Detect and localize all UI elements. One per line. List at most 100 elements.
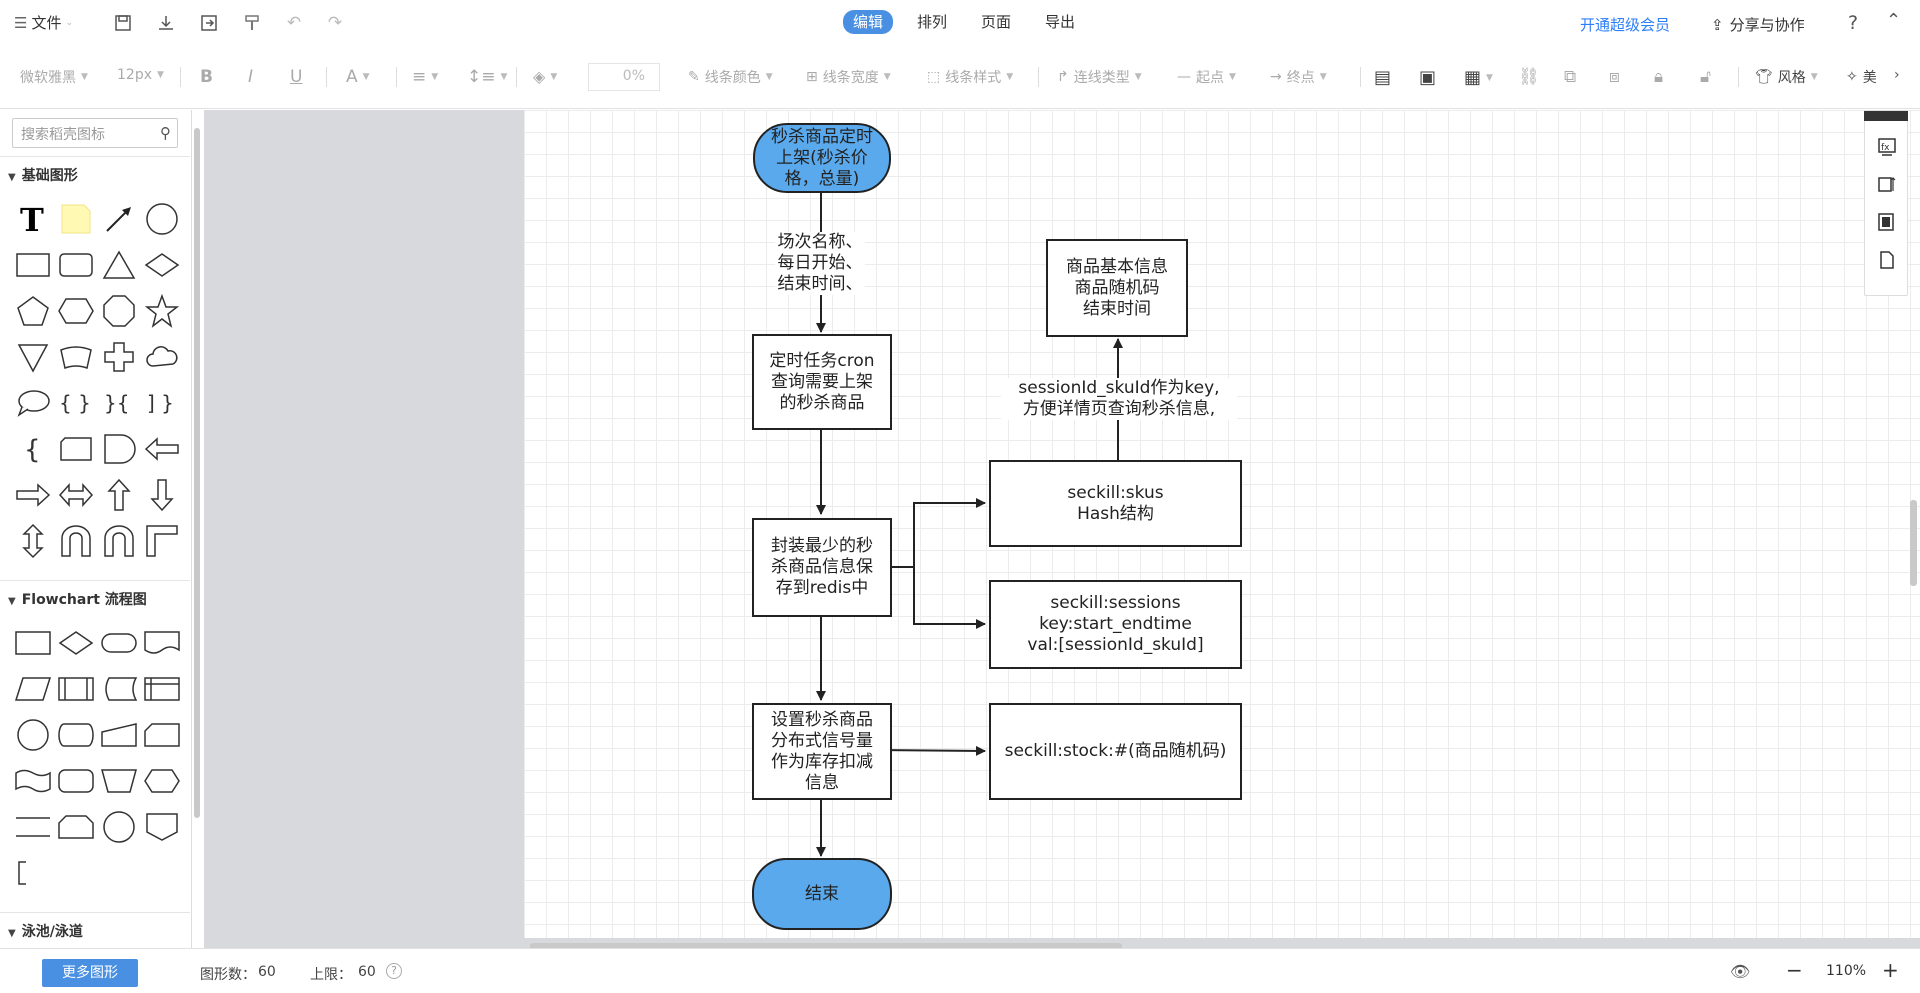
rounded-process-shape[interactable]	[55, 758, 97, 804]
export-icon[interactable]	[198, 12, 220, 34]
terminator-shape[interactable]	[98, 620, 140, 666]
arrow-line-shape[interactable]	[98, 196, 140, 242]
decision-shape[interactable]	[55, 620, 97, 666]
line-style-select[interactable]: ⬚线条样式▼	[927, 69, 1014, 86]
edge-redis-to-skus[interactable]	[872, 498, 986, 568]
tab-export[interactable]: 导出	[1045, 13, 1076, 31]
line-color-select[interactable]: ✎线条颜色▼	[688, 69, 773, 86]
collapse-icon[interactable]: ⌃	[1886, 10, 1902, 31]
internal-storage-shape[interactable]	[141, 666, 183, 712]
tab-edit[interactable]: 编辑	[843, 10, 894, 34]
search-icon[interactable]: ⚲	[160, 124, 171, 142]
right-arrow-shape[interactable]	[12, 472, 54, 518]
pentagon-shape[interactable]	[12, 288, 54, 334]
triangle-shape[interactable]	[98, 242, 140, 288]
document-icon[interactable]	[1876, 250, 1898, 272]
octagon-shape[interactable]	[98, 288, 140, 334]
undo-icon[interactable]: ↶	[286, 13, 302, 33]
save-icon[interactable]	[112, 12, 134, 34]
process-shape[interactable]	[12, 620, 54, 666]
canvas-vertical-scrollbar[interactable]	[1910, 500, 1917, 586]
align-icon[interactable]: ≡▼	[412, 67, 439, 87]
redo-icon[interactable]: ↷	[327, 13, 343, 33]
circle-shape[interactable]	[141, 196, 183, 242]
zoom-out-icon[interactable]: −	[1786, 958, 1803, 982]
callout-shape[interactable]	[12, 380, 54, 426]
left-arrow-shape[interactable]	[141, 426, 183, 472]
section-basic-shapes[interactable]: ▼基础图形	[0, 156, 190, 190]
hexagon-shape[interactable]	[55, 288, 97, 334]
banner-shape[interactable]	[55, 334, 97, 380]
node-seckill-sessions[interactable]: seckill:sessions key:start_endtime val:[…	[989, 580, 1242, 669]
u-turn-arrow-shape[interactable]	[55, 518, 97, 564]
zoom-in-icon[interactable]: +	[1882, 958, 1899, 982]
eye-icon[interactable]: 👁︎	[1730, 962, 1751, 981]
node-cron-query[interactable]: 定时任务cron 查询需要上架 的秒杀商品	[752, 334, 892, 430]
node-product-info[interactable]: 商品基本信息 商品随机码 结束时间	[1046, 239, 1188, 337]
right-brace-shape[interactable]: ] }	[141, 380, 183, 426]
loop-limit-shape[interactable]	[55, 804, 97, 850]
font-family-select[interactable]: 微软雅黑▼	[20, 67, 88, 87]
vip-link[interactable]: 开通超级会员	[1580, 16, 1671, 34]
on-page-connector-shape[interactable]	[98, 804, 140, 850]
delay-shape[interactable]	[98, 426, 140, 472]
brace-pair-shape[interactable]: { }	[55, 380, 97, 426]
node-seckill-stock[interactable]: seckill:stock:#(商品随机码)	[989, 703, 1242, 800]
image-icon[interactable]: ▣	[1419, 67, 1437, 88]
text-shape[interactable]: T	[12, 196, 54, 242]
zoom-level[interactable]: 110%	[1826, 963, 1867, 979]
opacity-input[interactable]: 0%	[588, 63, 660, 91]
up-arrow-shape[interactable]	[98, 472, 140, 518]
font-color-icon[interactable]: A▼	[346, 67, 370, 87]
punched-tape-shape[interactable]	[12, 758, 54, 804]
cloud-shape[interactable]	[141, 334, 183, 380]
section-flowchart[interactable]: ▼Flowchart 流程图	[0, 580, 190, 614]
download-icon[interactable]	[155, 12, 177, 34]
format-painter-icon[interactable]	[241, 12, 263, 34]
ungroup-icon[interactable]: ⧈	[1609, 67, 1620, 87]
font-size-select[interactable]: 12px▼	[117, 67, 164, 83]
bold-icon[interactable]: B	[200, 67, 213, 87]
layout-icon[interactable]: ▤	[1374, 67, 1392, 88]
end-point-select[interactable]: →终点▼	[1270, 69, 1327, 86]
stored-data-shape[interactable]	[98, 666, 140, 712]
manual-input-shape[interactable]	[98, 712, 140, 758]
group-icon[interactable]: ⧉	[1564, 67, 1577, 87]
data-shape[interactable]	[12, 666, 54, 712]
cross-shape[interactable]	[98, 334, 140, 380]
bracket-shape[interactable]: }{	[98, 380, 140, 426]
diagram-page[interactable]: 场次名称、 每日开始、 结束时间、 sessionId_skuId作为key, …	[524, 110, 1920, 938]
left-brace-shape[interactable]: {	[12, 426, 54, 472]
star-shape[interactable]	[141, 288, 183, 334]
off-page-connector-shape[interactable]	[141, 804, 183, 850]
direct-data-shape[interactable]	[55, 712, 97, 758]
underline-icon[interactable]: U	[290, 67, 303, 87]
node-save-redis[interactable]: 封装最少的秒 杀商品信息保 存到redis中	[752, 518, 892, 617]
node-semaphore[interactable]: 设置秒杀商品 分布式信号量 作为库存扣减 信息	[752, 703, 892, 800]
share-button[interactable]: ⇪ 分享与协作	[1711, 14, 1805, 35]
help-circle-icon[interactable]: ?	[386, 963, 402, 979]
formula-icon[interactable]: fx	[1876, 137, 1898, 159]
inverted-triangle-shape[interactable]	[12, 334, 54, 380]
annotation-shape[interactable]	[12, 850, 54, 896]
diamond-shape[interactable]	[141, 242, 183, 288]
vertical-double-arrow-shape[interactable]	[12, 518, 54, 564]
edge-label-schedule[interactable]: 场次名称、 每日开始、 结束时间、	[775, 232, 865, 295]
predefined-process-shape[interactable]	[55, 666, 97, 712]
edge-label-session-key[interactable]: sessionId_skuId作为key, 方便详情页查询秒杀信息,	[1001, 378, 1237, 420]
connector-type-select[interactable]: ↱连线类型▼	[1057, 69, 1142, 86]
node-seckill-skus[interactable]: seckill:skus Hash结构	[989, 460, 1242, 547]
canvas-horizontal-scrollbar[interactable]	[530, 943, 1122, 950]
table-icon[interactable]: ▦▼	[1464, 67, 1493, 88]
beautify-button[interactable]: ✧美	[1846, 67, 1877, 87]
style-button[interactable]: 👕︎风格▼	[1755, 69, 1818, 86]
line-spacing-icon[interactable]: ↕≡▼	[467, 67, 508, 87]
unlock-icon[interactable]: 🔓︎	[1700, 67, 1712, 87]
line-width-select[interactable]: ⊞线条宽度▼	[806, 69, 891, 86]
rectangle-shape[interactable]	[12, 242, 54, 288]
double-arrow-shape[interactable]	[55, 472, 97, 518]
file-menu[interactable]: ☰ 文件 ⌄	[14, 12, 73, 33]
lock-icon[interactable]: 🔒︎	[1654, 67, 1664, 87]
start-point-select[interactable]: —起点▼	[1177, 69, 1236, 86]
shape-search-input[interactable]: 搜索稻壳图标 ⚲	[12, 118, 178, 148]
